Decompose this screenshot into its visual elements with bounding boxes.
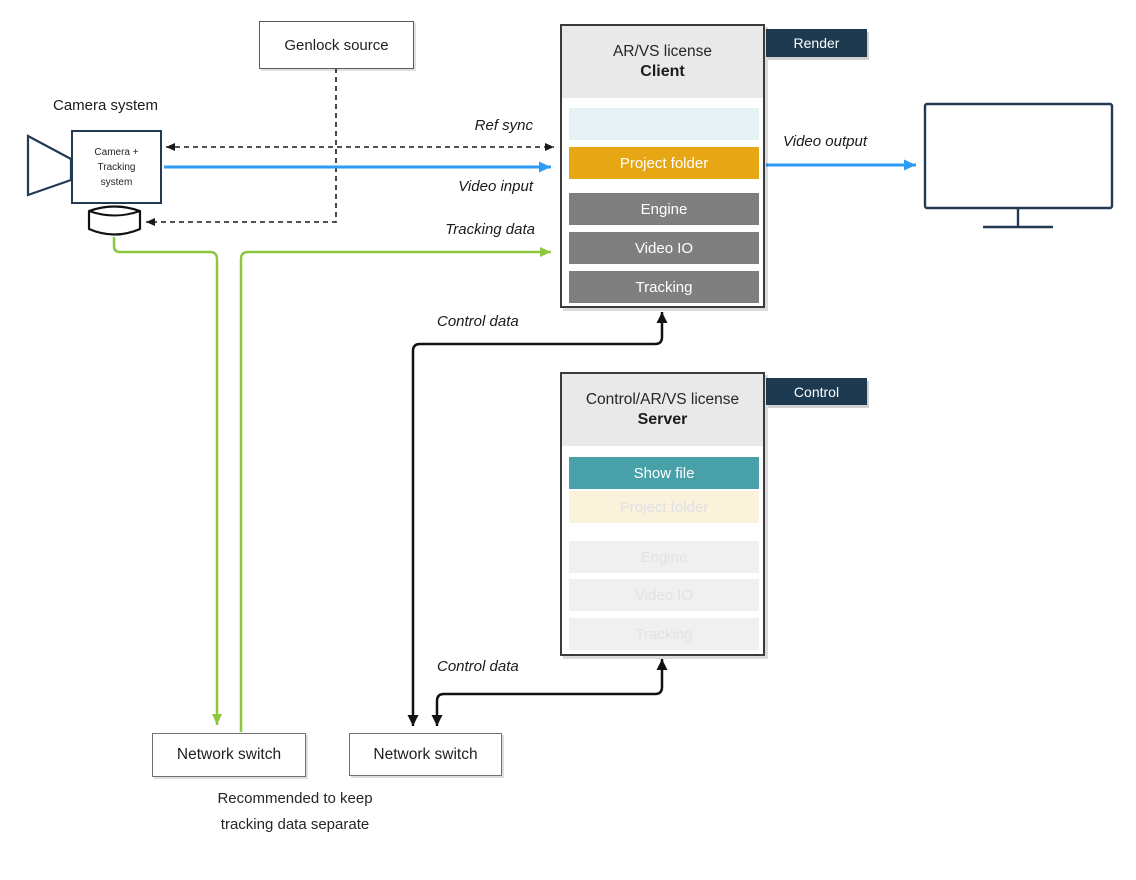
monitor-icon [923, 102, 1114, 229]
control-tag: Control [766, 378, 867, 405]
genlock-source-label: Genlock source [284, 36, 389, 54]
client-row-video-io: Video IO [569, 232, 759, 264]
client-title: Client [640, 63, 685, 80]
tracking-note-line2: tracking data separate [220, 815, 370, 833]
edge-tracking-camera-to-switch [112, 237, 222, 725]
server-row-video-io: Video IO [569, 579, 759, 611]
camera-icon [26, 134, 73, 197]
edge-label-ref-sync: Ref sync [474, 117, 533, 134]
server-box: Control/AR/VS license Server Show file P… [560, 372, 765, 656]
edge-label-control-data-server: Control data [437, 658, 519, 675]
camera-tracking-box: Camera + Tracking system [71, 130, 162, 204]
server-license-label: Control/AR/VS license [585, 391, 740, 408]
edge-label-video-output: Video output [783, 133, 867, 150]
camera-box-line1: Camera + [94, 146, 139, 158]
client-row-project-folder: Project folder [569, 147, 759, 179]
network-switch-control-label: Network switch [373, 745, 478, 763]
server-row-show-file: Show file [569, 457, 759, 489]
camera-box-line3: system [100, 176, 133, 188]
edge-label-tracking-data: Tracking data [445, 221, 535, 238]
tracking-note: Recommended to keep tracking data separa… [178, 786, 412, 837]
network-switch-control: Network switch [349, 733, 502, 776]
tracking-sensor-icon [87, 205, 142, 236]
server-row-tracking: Tracking [569, 618, 759, 650]
server-header: Control/AR/VS license Server [562, 374, 763, 446]
client-license-label: AR/VS license [612, 43, 713, 60]
server-title: Server [637, 411, 688, 428]
genlock-source-box: Genlock source [259, 21, 414, 69]
network-switch-tracking-label: Network switch [176, 746, 282, 763]
edge-label-control-data-client: Control data [437, 313, 519, 330]
client-header: AR/VS license Client [562, 26, 763, 98]
camera-system-title: Camera system [53, 97, 159, 114]
server-row-engine: Engine [569, 541, 759, 573]
network-switch-tracking: Network switch [152, 733, 306, 777]
edge-label-video-input: Video input [458, 178, 533, 195]
edge-genlock-feed [146, 68, 337, 226]
client-row-tracking: Tracking [569, 271, 759, 303]
client-box: AR/VS license Client Project folder Engi… [560, 24, 765, 308]
tracking-note-line1: Recommended to keep [217, 790, 373, 807]
render-tag: Render [766, 29, 867, 57]
server-row-project-folder: Project folder [569, 491, 759, 523]
client-row-showfile-slot [569, 108, 759, 140]
camera-box-line2: Tracking [97, 161, 136, 173]
client-row-engine: Engine [569, 193, 759, 225]
